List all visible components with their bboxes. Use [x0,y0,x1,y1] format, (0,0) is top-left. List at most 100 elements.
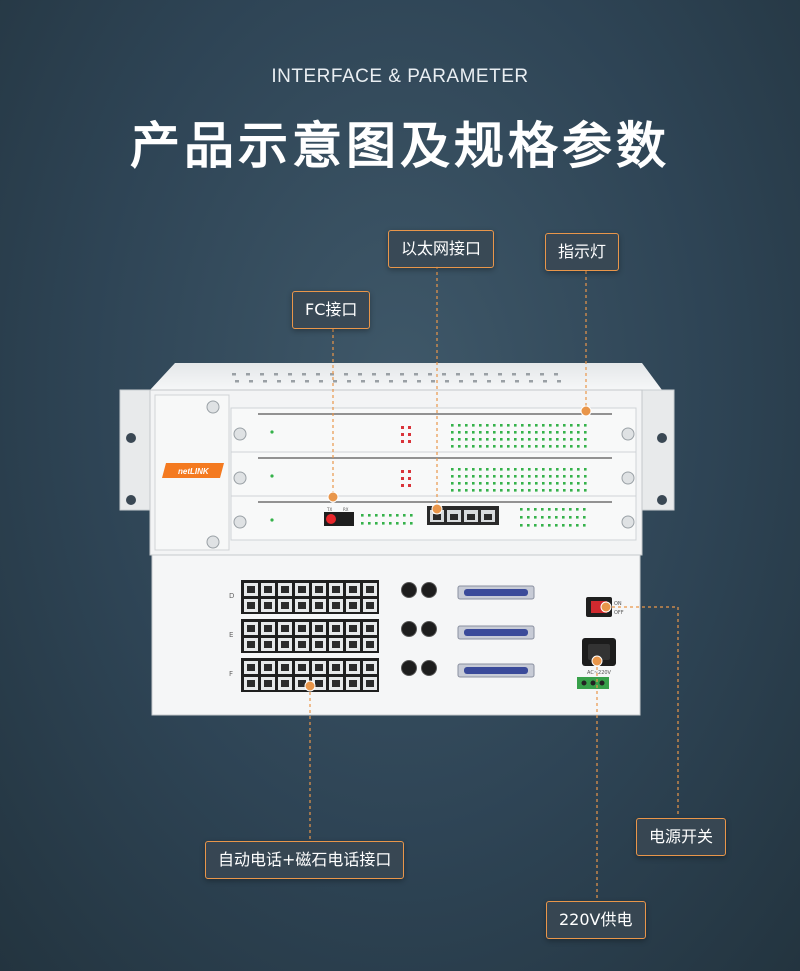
led-green [521,445,524,448]
led-green [486,438,489,441]
led-green [534,508,537,511]
led-green [584,489,587,492]
led-green [527,516,530,519]
led-green [493,424,496,427]
phone-port-opening [349,664,357,671]
led-green [375,522,378,525]
vent-slot [428,373,432,376]
ethernet-ports [427,506,499,525]
db-connector-face [464,667,528,674]
vent-slot [417,380,421,383]
phone-port-opening [247,602,255,609]
led-green [479,468,482,471]
led-green [507,424,510,427]
led-green [493,489,496,492]
led-green [542,431,545,434]
phone-port-opening [332,641,340,648]
vent-slot [554,373,558,376]
led-green [542,445,545,448]
card-screw [621,515,635,529]
vent-slot [540,373,544,376]
led-green [507,445,510,448]
led-green [528,438,531,441]
led-green [562,524,565,527]
led-green [500,475,503,478]
led-green [389,522,392,525]
led-green [521,489,524,492]
led-green [535,475,538,478]
led-green [549,475,552,478]
magneto-knob [421,621,437,637]
vent-slot [277,380,281,383]
led-red [401,484,404,487]
led-green [577,475,580,478]
phone-port-opening [366,641,374,648]
led-green [570,445,573,448]
phone-port-opening [298,680,306,687]
led-green [562,516,565,519]
rack-ear-hole [657,433,667,443]
led-green [577,489,580,492]
led-green [458,445,461,448]
led-green [584,438,587,441]
led-green [465,424,468,427]
vent-slot [501,380,505,383]
led-green [549,445,552,448]
led-red [401,477,404,480]
led-green [493,445,496,448]
panel-screw [206,400,220,414]
led-green [583,524,586,527]
vent-slot [260,373,264,376]
phone-port-opening [247,680,255,687]
phone-port-opening [281,586,289,593]
led-green [569,508,572,511]
ethernet-port-opening [450,514,458,520]
phone-port-opening [349,602,357,609]
led-green [472,475,475,478]
card-run-led [270,518,274,522]
phone-port-opening [332,680,340,687]
phone-port-opening [264,625,272,632]
led-green [472,445,475,448]
led-green [500,431,503,434]
magneto-knob [401,582,417,598]
phone-port-opening [315,664,323,671]
phone-port-opening [247,664,255,671]
phone-port-opening [298,641,306,648]
led-green [514,431,517,434]
phone-port-opening [247,625,255,632]
power-inlet-socket [588,644,610,660]
led-green [451,424,454,427]
led-green [507,468,510,471]
led-green [500,424,503,427]
led-green [576,508,579,511]
led-green [549,424,552,427]
phone-port-opening [247,641,255,648]
led-green [382,514,385,517]
phone-port-opening [349,680,357,687]
rack-ear-hole [126,495,136,505]
led-green [549,468,552,471]
rack-ear-left [119,389,153,511]
led-green [486,482,489,485]
led-green [528,489,531,492]
led-green [472,431,475,434]
led-green [542,468,545,471]
led-green [514,445,517,448]
led-green [465,489,468,492]
led-green [528,475,531,478]
vent-slot [526,373,530,376]
phone-port-opening [366,680,374,687]
led-red [408,426,411,429]
callout-power-switch: 电源开关 [636,818,727,856]
led-green [479,438,482,441]
phone-port-opening [349,641,357,648]
led-green [576,524,579,527]
led-green [451,475,454,478]
panel-screw [206,535,220,549]
phone-port-opening [332,586,340,593]
phone-port-opening [281,625,289,632]
phone-port-opening [366,664,374,671]
led-green [389,514,392,517]
brand-name: netLINK [178,467,210,476]
